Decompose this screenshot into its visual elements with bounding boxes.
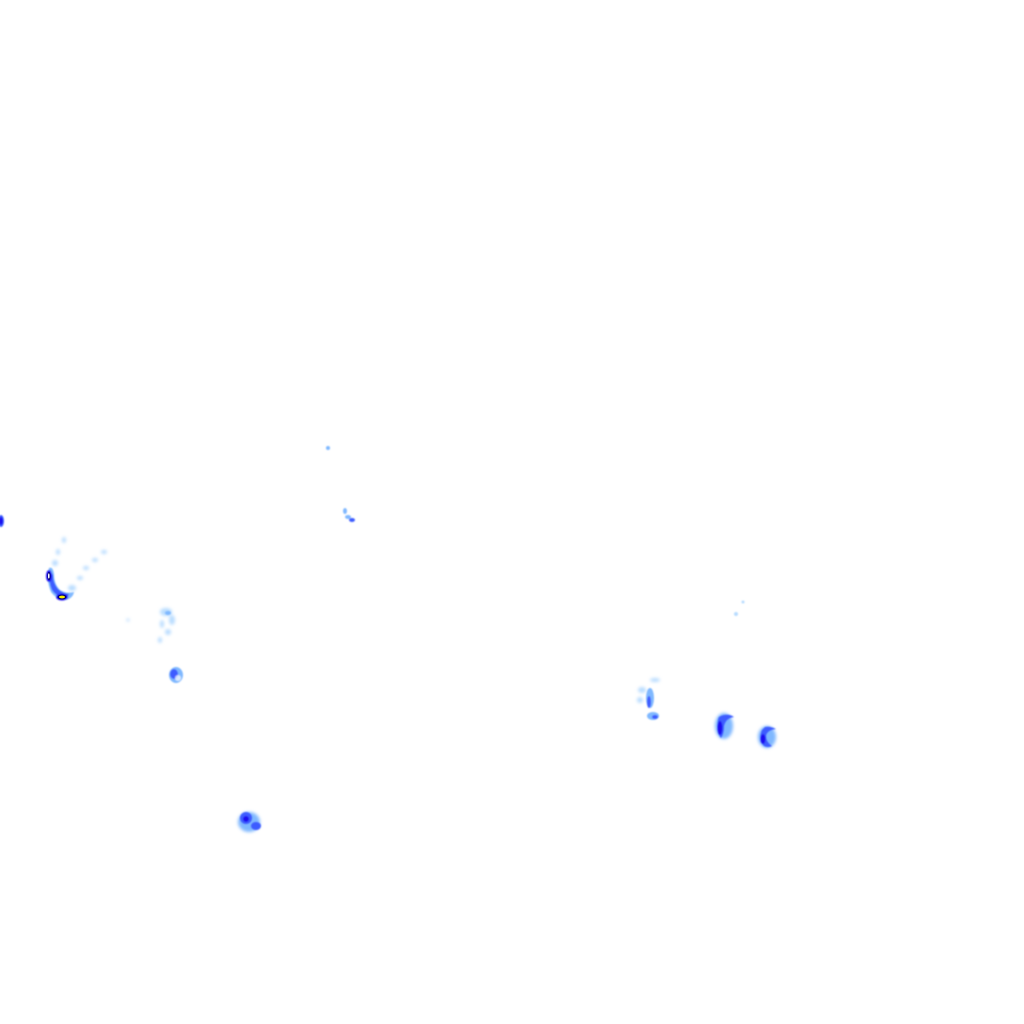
northwest-arc-cell <box>46 537 107 601</box>
east-cell-2 <box>715 713 734 739</box>
west-scattered-showers-core <box>165 611 171 615</box>
southwest-cell <box>238 812 261 832</box>
central-north-speck <box>326 446 330 450</box>
east-cell-3 <box>758 726 776 748</box>
east-speck <box>734 600 745 616</box>
central-small-cell <box>343 508 355 522</box>
west-edge-cell <box>0 515 4 527</box>
west-south-cell <box>169 667 183 683</box>
east-cell-1 <box>637 678 660 720</box>
